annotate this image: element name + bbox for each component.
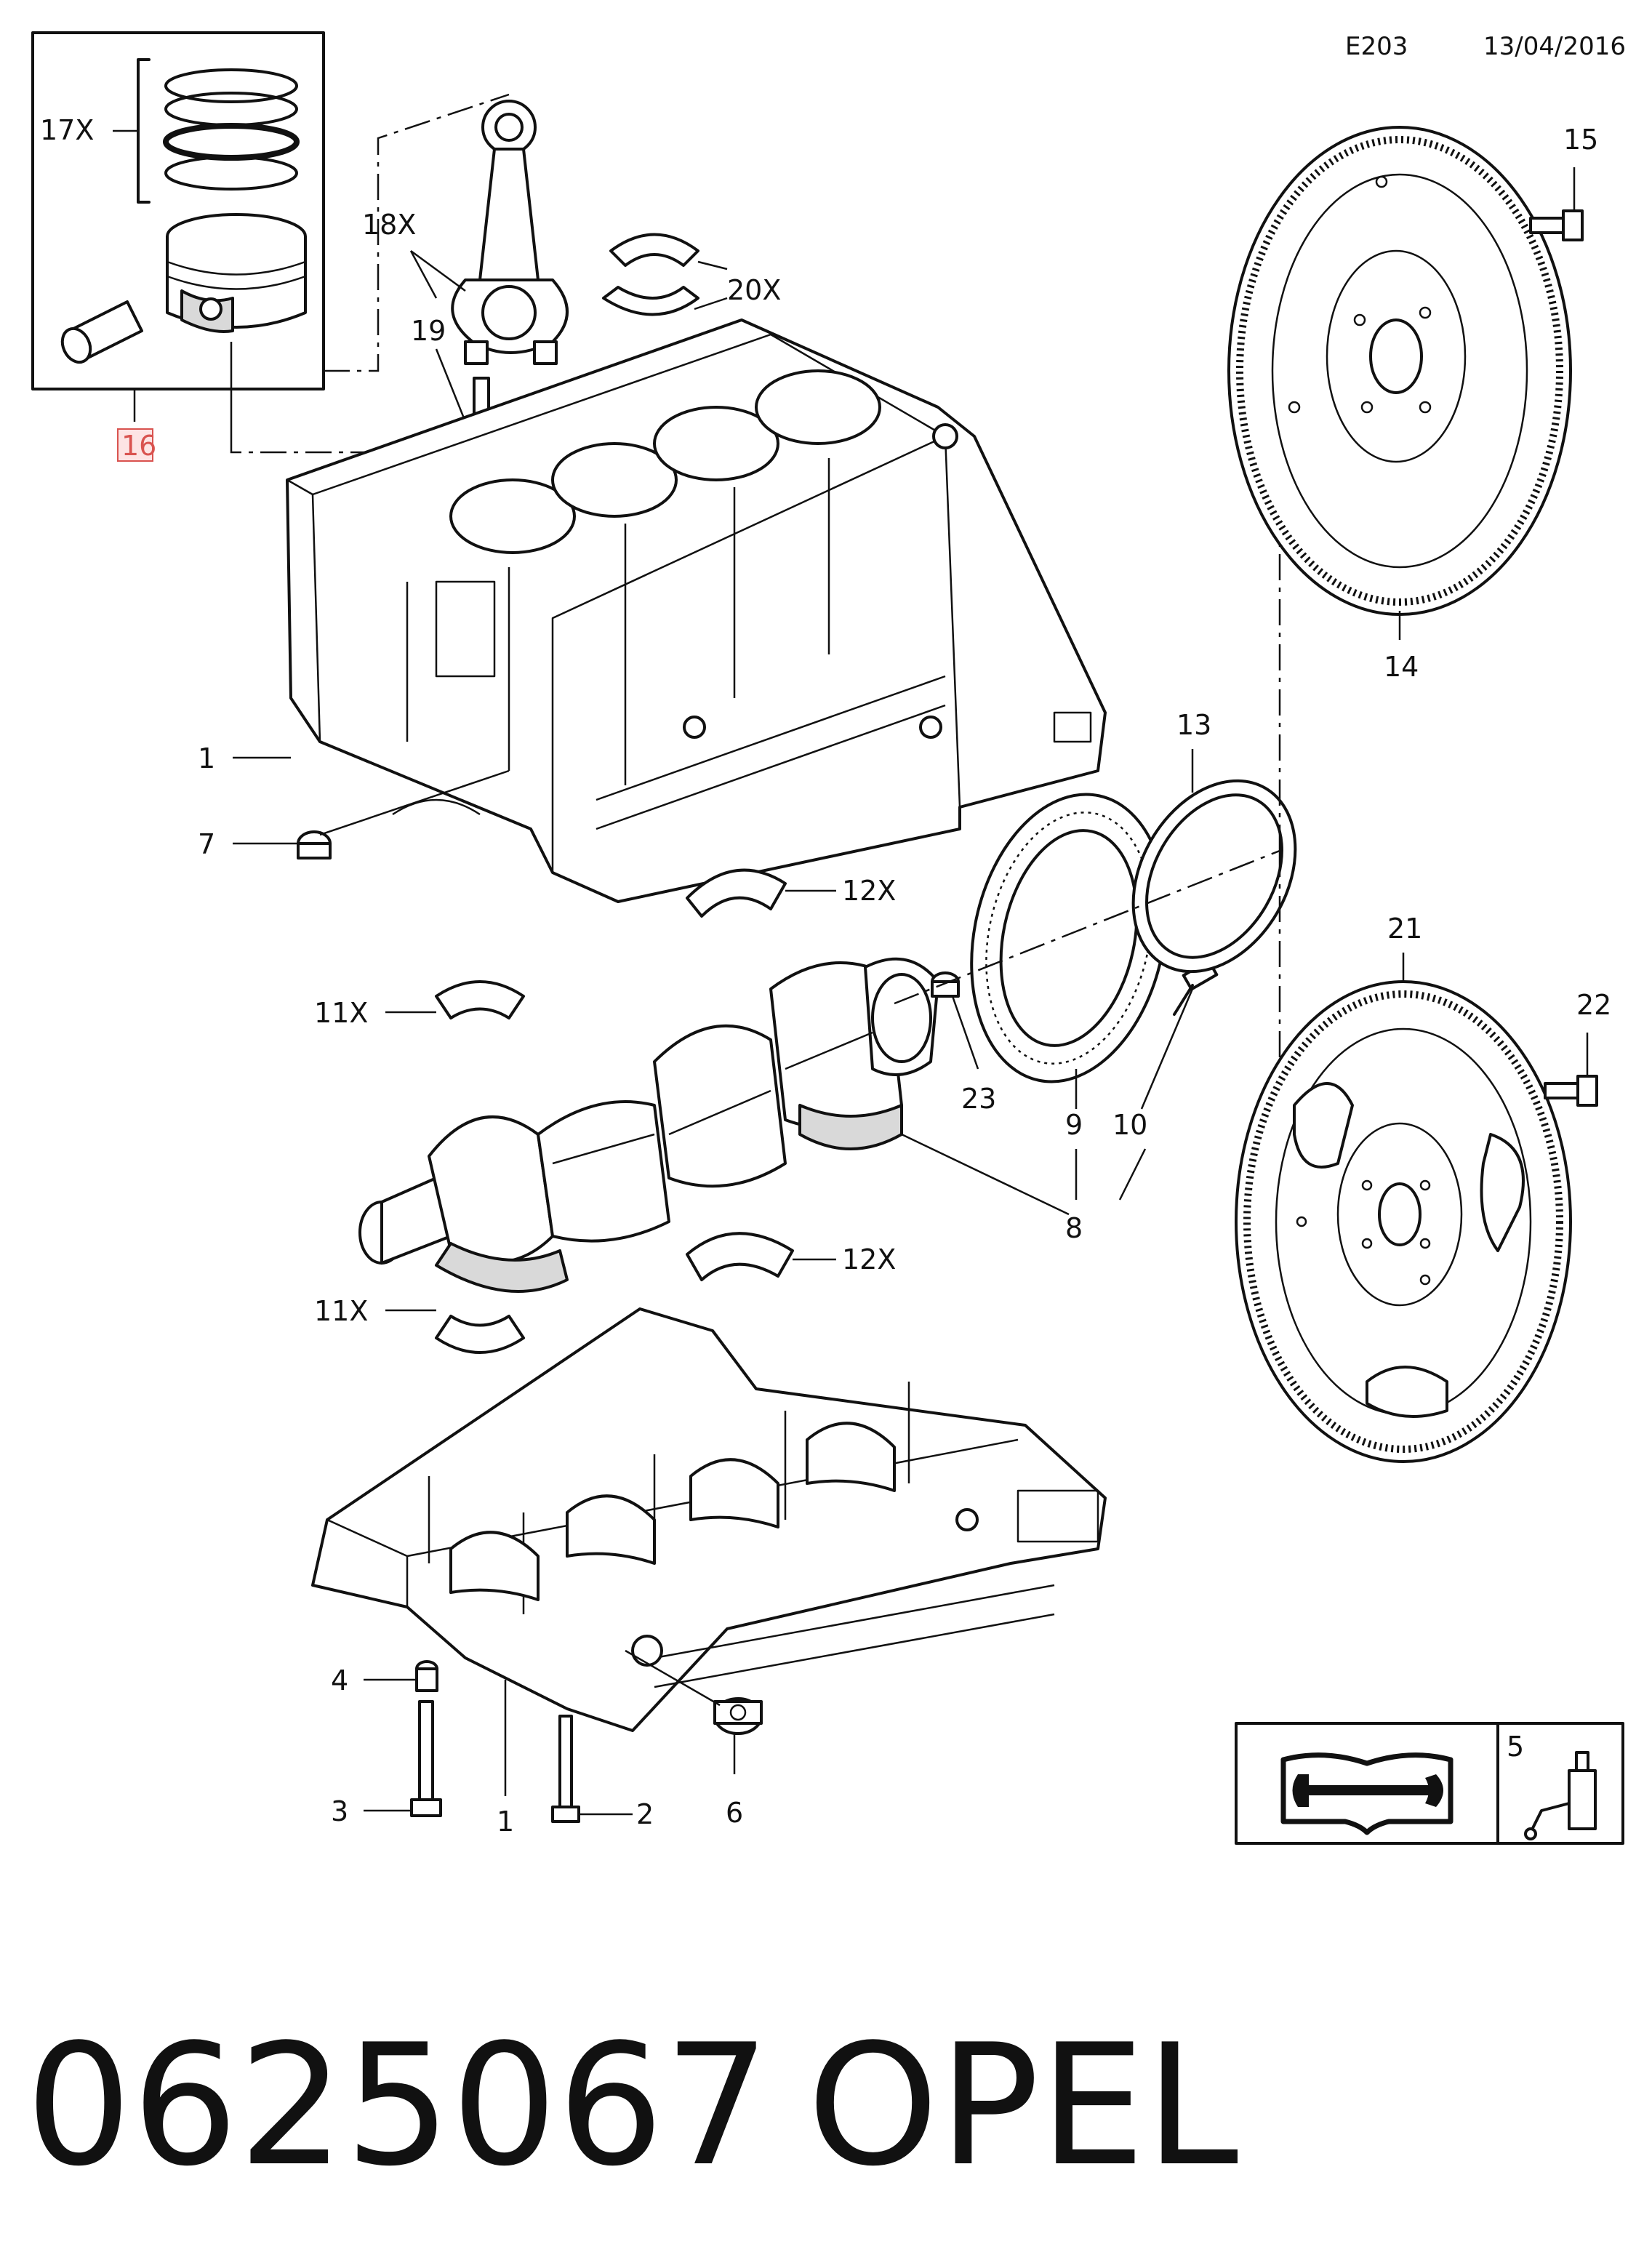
flexplate-bolt [1544, 1075, 1598, 1107]
callout-22: 22 [1576, 989, 1611, 1021]
callout-1-block: 1 [198, 742, 215, 774]
part-number: 0625067 [25, 2009, 770, 2203]
callout-8: 8 [1065, 1212, 1083, 1244]
sealant-tube-icon [1524, 1751, 1597, 1840]
main-bearing-lower-1 [435, 980, 525, 1019]
bedplate-bolt-short [551, 1715, 580, 1823]
callout-6: 6 [726, 1797, 743, 1829]
flywheel [1227, 126, 1572, 616]
rear-main-seal [1131, 779, 1297, 974]
main-bearing-upper-1 [686, 868, 787, 918]
main-bearing-lower-2 [435, 1315, 525, 1354]
callout-15: 15 [1563, 124, 1598, 156]
info-box [1235, 1722, 1624, 1845]
flywheel-bolt [1529, 209, 1584, 241]
piston-pin [60, 300, 143, 364]
reluctor-ring [970, 793, 1168, 1083]
brand-name: OPEL [807, 2009, 1238, 2203]
callout-17x: 17X [40, 114, 94, 146]
bedplate-dowel [415, 1660, 438, 1692]
callout-11x-top: 11X [314, 997, 368, 1029]
callout-10: 10 [1112, 1109, 1147, 1141]
piston-ring-2 [164, 92, 298, 127]
callout-2: 2 [636, 1798, 654, 1830]
cylinder-block [286, 318, 1107, 903]
callout-16-highlight [117, 428, 153, 462]
crankshaft [358, 957, 939, 1293]
block-plug [297, 830, 332, 859]
callout-11x-bottom: 11X [314, 1295, 368, 1327]
main-bearing-upper-2 [686, 1232, 794, 1281]
bedplate-plug [713, 1697, 763, 1735]
callout-4: 4 [331, 1664, 348, 1696]
connecting-rod [451, 100, 569, 365]
callout-5: 5 [1507, 1731, 1524, 1763]
piston-ring-3 [163, 123, 300, 161]
callout-23: 23 [961, 1083, 996, 1115]
callout-3: 3 [331, 1795, 348, 1827]
diagram-date: 13/04/2016 [1483, 32, 1626, 61]
callout-21: 21 [1387, 913, 1422, 945]
callout-9: 9 [1065, 1109, 1083, 1141]
callout-14: 14 [1384, 651, 1419, 683]
callout-12x-top: 12X [842, 875, 896, 907]
callout-1-bedplate: 1 [497, 1806, 514, 1838]
piston-ring-4 [164, 156, 298, 191]
bedplate-bolt-long [410, 1700, 442, 1817]
callout-18x: 18X [362, 209, 416, 241]
piston-ring-1 [164, 68, 298, 103]
piston-kit-group [31, 31, 325, 436]
callout-7: 7 [198, 828, 215, 860]
callout-20x: 20X [727, 274, 781, 306]
bedplate [311, 1307, 1107, 1732]
rod-bearing-shells [602, 233, 699, 316]
piston [166, 213, 307, 333]
dowel-pin [931, 971, 960, 998]
manual-wrench-icon [1280, 1752, 1453, 1835]
callout-12x-bottom: 12X [842, 1243, 896, 1275]
callout-19: 19 [411, 315, 446, 347]
callout-13: 13 [1176, 709, 1211, 741]
flexplate [1235, 980, 1572, 1463]
diagram-code: E203 [1345, 32, 1408, 61]
callout-16: 16 [121, 430, 156, 462]
